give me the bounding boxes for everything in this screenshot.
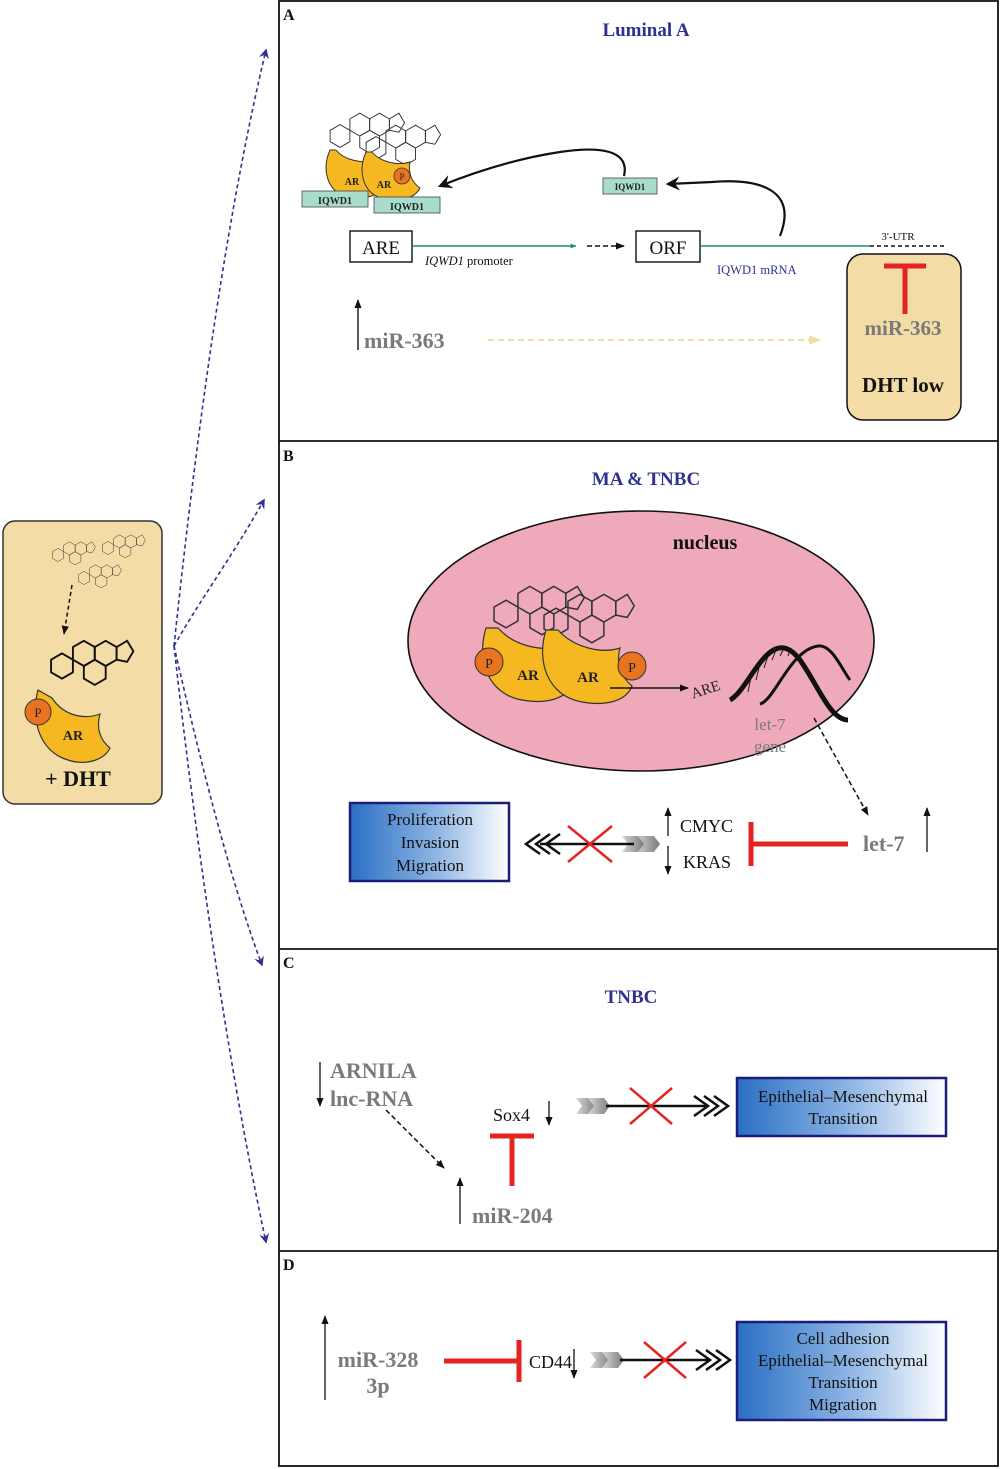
panel-b: B MA & TNBC nucleus P P AR AR ARE [283,448,931,883]
emt-label: Epithelial–Mesenchymal [758,1351,928,1370]
phosphate-icon [617,651,647,681]
panel-frames [278,0,999,1467]
invasion-label: Invasion [401,833,460,852]
steroid-icon [329,112,442,166]
phosphate-label: P [34,705,41,720]
iqwd1-protein-label: IQWD1 [318,196,352,207]
ar-receptor-shape [361,151,421,201]
transition-label: Transition [808,1373,878,1392]
ar-label: AR [377,180,392,191]
dht-low-box [846,253,962,421]
ar-label: AR [577,670,599,686]
dht-low-label: DHT low [862,373,945,397]
blocked-arrow [576,1087,731,1125]
panel-b-title: MA & TNBC [592,469,700,490]
inhibition-bar [444,1340,522,1382]
kras-label: KRAS [683,852,731,872]
panel-a-title: Luminal A [602,20,689,41]
phosphate-label: P [628,661,636,676]
ar-label: AR [345,177,360,188]
let7-label: let-7 [863,831,905,856]
iqwd1-protein-label: IQWD1 [390,202,424,213]
orf-box [635,230,701,263]
mir363-label: miR-363 [364,328,445,353]
transition-label: Transition [808,1109,878,1128]
ar-label: AR [517,668,539,684]
phosphate-label: P [485,657,493,672]
migration-label: Migration [396,856,464,875]
proliferation-box [348,801,511,883]
feedback-arrow [437,148,626,189]
adhesion-box [735,1320,948,1422]
migration-label: Migration [809,1395,877,1414]
blocked-arrow [590,1341,733,1379]
ar-receptor-shape [34,689,111,763]
phosphate-icon [393,167,411,185]
cmyc-label: CMYC [680,816,733,836]
cd44-label: CD44 [529,1352,572,1372]
proliferation-label: Proliferation [387,810,473,829]
translation-arrow [665,176,786,237]
sox4-label: Sox4 [493,1105,530,1125]
promoter-label: IQWD1 promoter [424,254,514,268]
are-element-box [349,230,413,263]
inhibition-bar [748,822,848,866]
phosphate-label: P [399,172,404,182]
arnila-label: ARNILA [330,1058,417,1083]
lncrna-label: lnc-RNA [330,1086,413,1111]
dht-source-box: P AR + DHT [2,520,163,805]
inhibition-bar [490,1133,534,1186]
fan-out-arrows [173,48,270,1244]
nucleus-label: nucleus [673,532,738,554]
blocked-arrow [523,825,660,863]
utr-label: 3'-UTR [881,231,915,243]
panel-a: A Luminal A AR AR P IQWD1 IQWD1 IQWD1 AR… [283,7,962,421]
phosphate-icon [474,647,504,677]
panel-c: C TNBC ARNILA lnc-RNA Sox4 miR-204 Epith… [283,955,948,1228]
emt-label: Epithelial–Mesenchymal [758,1087,928,1106]
ar-receptor-shape [542,629,633,705]
panel-c-title: TNBC [605,987,658,1008]
dna-helix-icon [728,644,852,723]
iqwd1-protein-label: IQWD1 [615,182,646,192]
emt-box [735,1076,948,1138]
panel-a-letter: A [283,7,295,24]
cell-adhesion-label: Cell adhesion [796,1329,890,1348]
mrna-label: IQWD1 mRNA [717,263,797,277]
nucleus-shape [407,510,875,772]
dht-label: + DHT [45,766,111,791]
inhibition-bar [884,263,926,314]
binding-arrow [61,584,73,635]
are-label: ARE [362,238,400,259]
orf-label: ORF [650,238,687,259]
mir363-box-label: miR-363 [865,316,942,340]
panel-d-letter: D [283,1257,295,1274]
phosphate-icon [24,698,52,726]
panel-b-letter: B [283,448,294,465]
ar-label: AR [63,729,84,744]
mir204-label: miR-204 [472,1203,553,1228]
panel-c-letter: C [283,955,295,972]
